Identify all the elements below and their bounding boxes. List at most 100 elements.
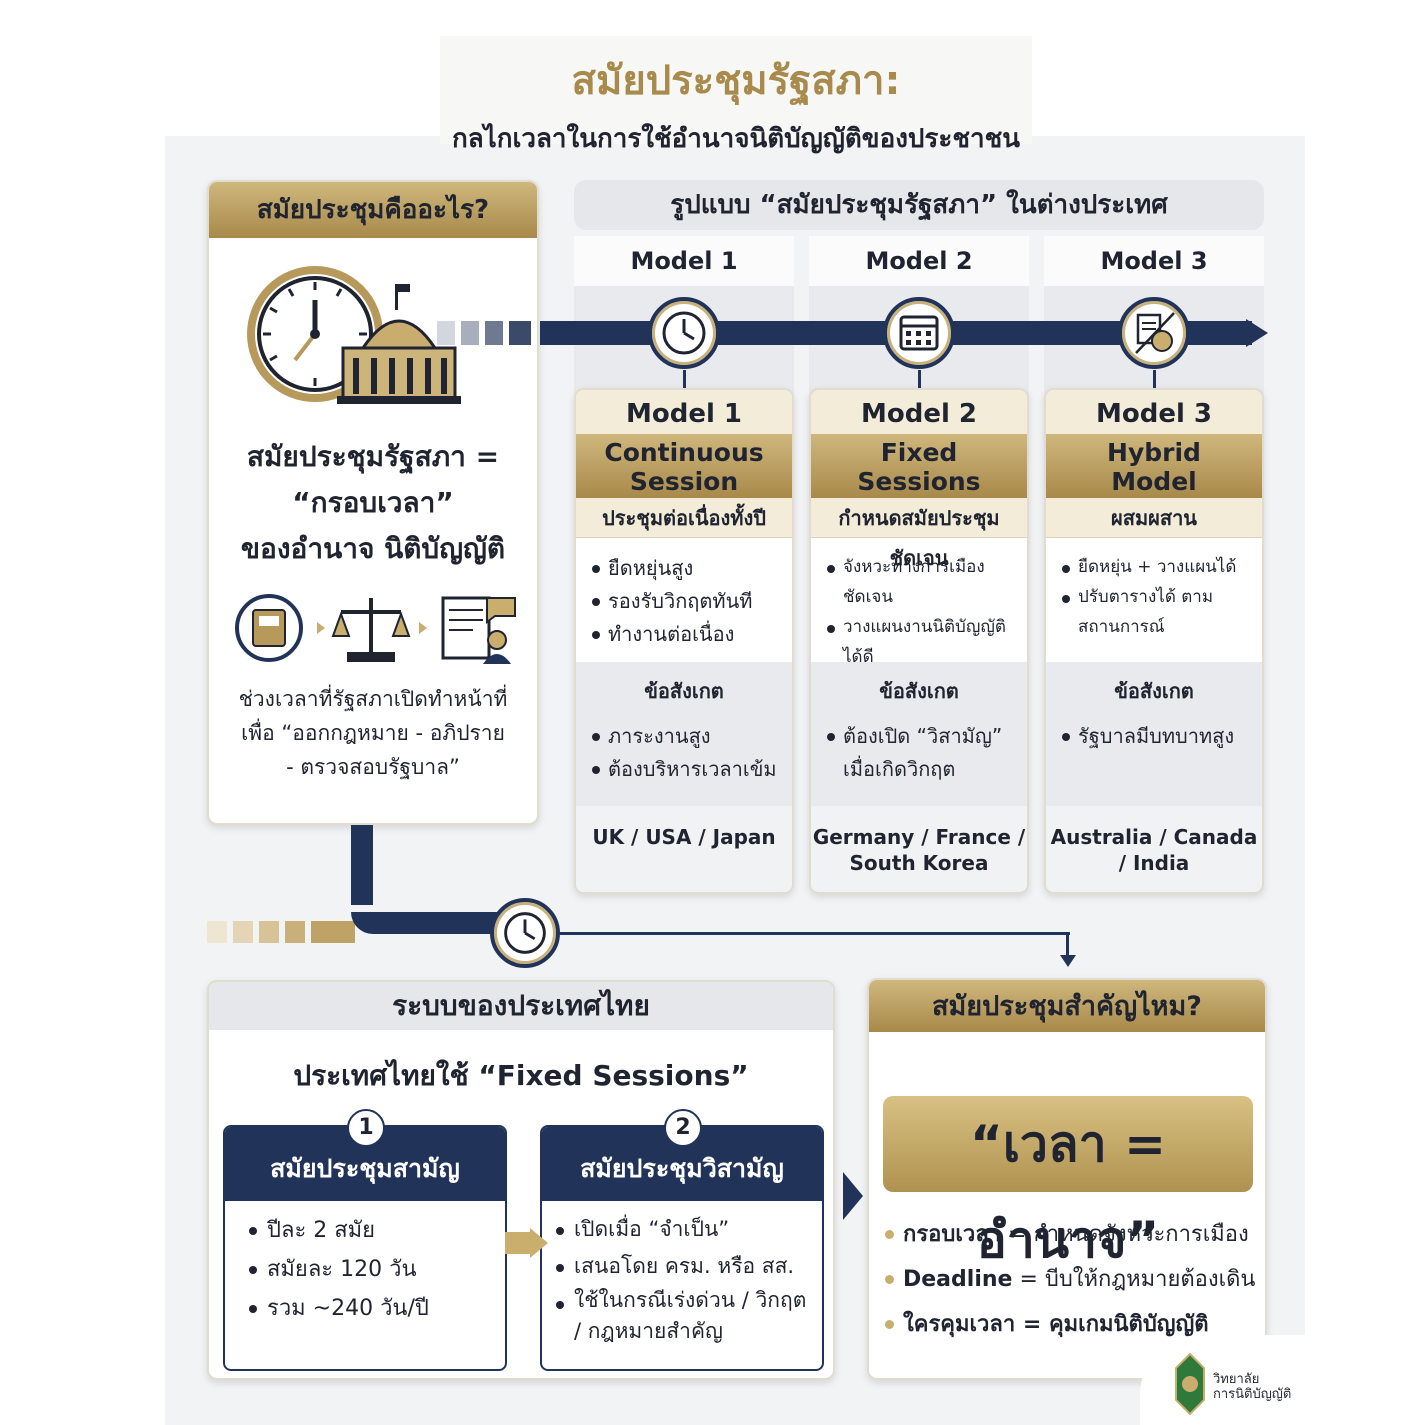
thai-heading: ระบบของประเทศไทย	[209, 982, 833, 1030]
desc-line-1: ช่วงเวลาที่รัฐสภาเปิดทำหน้าที่	[238, 687, 508, 711]
model-3-name: Hybrid Model	[1046, 434, 1262, 498]
list-item: วางแผนงานนิติบัญญัติได้ดี	[825, 612, 1017, 672]
page-title: สมัยประชุมรัฐสภา:	[571, 58, 901, 104]
connector-dash	[207, 921, 227, 943]
clock-icon	[648, 297, 720, 369]
list-item: กรอบเวลา = กำหนดจังหวะการเมือง	[883, 1212, 1263, 1257]
model-1-label: Model 1	[574, 236, 794, 286]
model-2-subtitle: กำหนดสมัยประชุมชัดเจน	[811, 498, 1027, 570]
list-item: สมัยละ 120 วัน	[247, 1250, 495, 1289]
list-item: รัฐบาลมีบทบาทสูง	[1060, 720, 1252, 753]
logo-text: วิทยาลัย การนิติบัญญัติ	[1213, 1372, 1291, 1402]
timeline-dash	[485, 321, 503, 345]
equation-line-3: ของอำนาจ นิติบัญญัติ	[240, 532, 506, 565]
model-2-card: Model 2 Fixed Sessions กำหนดสมัยประชุมชั…	[809, 388, 1029, 894]
model-2-notes: ข้อสังเกต ต้องเปิด “วิสามัญ” เมื่อเกิดวิ…	[811, 662, 1027, 806]
countries-line-2: South Korea	[849, 851, 989, 875]
list-item: จังหวะทางการเมืองชัดเจน	[825, 552, 1017, 612]
model-2-points: จังหวะทางการเมืองชัดเจน วางแผนงานนิติบัญ…	[811, 538, 1027, 667]
extraordinary-session-points: เปิดเมื่อ “จำเป็น” เสนอโดย ครม. หรือ สส.…	[542, 1201, 822, 1347]
ordinary-session-box: 1 สมัยประชุมสามัญ ปีละ 2 สมัย สมัยละ 120…	[223, 1109, 507, 1371]
number-badge: 1	[347, 1109, 385, 1147]
extraordinary-session-title: สมัยประชุมวิสามัญ	[542, 1127, 822, 1201]
model-3-label: Model 3	[1044, 236, 1264, 286]
connector-line	[351, 912, 521, 934]
models-heading: รูปแบบ “สมัยประชุมรัฐสภา” ในต่างประเทศ	[574, 180, 1264, 230]
list-item: เปิดเมื่อ “จำเป็น”	[554, 1211, 812, 1248]
model-1-notes: ข้อสังเกต ภาระงานสูง ต้องบริหารเวลาเข้ม	[576, 662, 792, 806]
connector-dash	[285, 921, 305, 943]
list-item: ปรับตารางได้ ตามสถานการณ์	[1060, 582, 1252, 642]
desc-line-3: - ตรวจสอบรัฐบาล”	[286, 755, 460, 779]
note-title: ข้อสังเกต	[879, 679, 959, 703]
model-3-notes: ข้อสังเกต รัฐบาลมีบทบาทสูง	[1046, 662, 1262, 806]
model-3-countries: Australia / Canada / India	[1046, 806, 1262, 892]
list-item: ภาระงานสูง	[590, 720, 782, 753]
ordinary-session-points: ปีละ 2 สมัย สมัยละ 120 วัน รวม ~240 วัน/…	[225, 1201, 505, 1328]
model-1-name-line-1: Continuous	[604, 438, 764, 467]
model-2-countries: Germany / France / South Korea	[811, 806, 1027, 892]
desc-line-2: เพื่อ “ออกกฎหมาย - อภิปราย	[241, 721, 505, 745]
term: กรอบเวลา	[903, 1222, 1002, 1247]
model-1-card: Model 1 Continuous Session ประชุมต่อเนื่…	[574, 388, 794, 894]
term-desc: = คุมเกมนิติบัญญัติ	[1015, 1312, 1209, 1337]
model-2-name-line-1: Fixed	[880, 438, 958, 467]
timeline-stem	[1153, 370, 1156, 390]
list-item: ยืดหยุ่น + วางแผนได้	[1060, 552, 1252, 582]
arrow-right-icon	[530, 1228, 548, 1258]
model-1-name-line-2: Session	[629, 467, 739, 496]
countries-line-1: Australia / Canada	[1050, 825, 1258, 849]
list-item: เสนอโดย ครม. หรือ สส.	[554, 1248, 812, 1285]
clock-parliament-icon	[247, 266, 461, 404]
model-3-subtitle: ผสมผสาน	[1046, 498, 1262, 538]
model-1-countries: UK / USA / Japan	[576, 806, 792, 892]
model-1-title: Model 1	[576, 390, 792, 434]
college-logo-icon	[1175, 1352, 1205, 1416]
list-item: ยืดหยุ่นสูง	[590, 552, 782, 585]
connector-thin-line	[540, 932, 1070, 935]
list-item: ต้องเปิด “วิสามัญ” เมื่อเกิดวิกฤต	[825, 720, 1017, 786]
list-item: ปีละ 2 สมัย	[247, 1211, 495, 1250]
timeline-stem	[683, 370, 686, 390]
model-3-points: ยืดหยุ่น + วางแผนได้ ปรับตารางได้ ตามสถา…	[1046, 538, 1262, 662]
what-heading: สมัยประชุมคืออะไร?	[209, 182, 537, 238]
model-3-name-line-2: Model	[1111, 467, 1197, 496]
term-desc: = กำหนดจังหวะการเมือง	[1001, 1222, 1249, 1247]
what-is-session-card: สมัยประชุมคืออะไร? สมัยประชุมรัฐสภา = “ก…	[207, 180, 539, 825]
calendar-icon	[883, 297, 955, 369]
list-item: รวม ~240 วัน/ปี	[247, 1289, 495, 1328]
list-item: รองรับวิกฤตทันที	[590, 585, 782, 618]
number-badge: 2	[664, 1109, 702, 1147]
law-process-icons	[235, 594, 516, 664]
list-item: Deadline = บีบให้กฎหมายต้องเดิน	[883, 1257, 1263, 1302]
importance-heading: สมัยประชุมสำคัญไหม?	[869, 980, 1265, 1032]
thai-system-card: ระบบของประเทศไทย ประเทศไทยใช้ “Fixed Ses…	[207, 980, 835, 1380]
connector-dash	[311, 921, 355, 943]
equation-line-2: “กรอบเวลา”	[292, 486, 454, 519]
list-item: ใครคุมเวลา = คุมเกมนิติบัญญัติ	[883, 1302, 1263, 1347]
importance-card: สมัยประชุมสำคัญไหม? “เวลา = อำนาจ” กรอบเ…	[867, 978, 1267, 1380]
model-2-title: Model 2	[811, 390, 1027, 434]
term-desc: = บีบให้กฎหมายต้องเดิน	[1012, 1267, 1256, 1292]
time-power-quote: “เวลา = อำนาจ”	[883, 1096, 1253, 1269]
model-2-name-line-2: Sessions	[857, 467, 981, 496]
note-title: ข้อสังเกต	[1114, 679, 1194, 703]
chevron-right-icon	[843, 1172, 863, 1220]
list-item: ต้องบริหารเวลาเข้ม	[590, 753, 782, 786]
what-description: ช่วงเวลาที่รัฐสภาเปิดทำหน้าที่ เพื่อ “ออ…	[209, 682, 537, 784]
arrow-right-icon	[505, 1232, 531, 1254]
logo-line-1: วิทยาลัย	[1213, 1372, 1260, 1387]
list-item: ใช้ในกรณีเร่งด่วน / วิกฤต / กฎหมายสำคัญ	[554, 1285, 812, 1347]
model-2-name: Fixed Sessions	[811, 434, 1027, 498]
term: Deadline	[903, 1267, 1013, 1292]
equation-line-1: สมัยประชุมรัฐสภา =	[246, 440, 500, 473]
connector-dash	[233, 921, 253, 943]
countries-line-2: / India	[1118, 851, 1190, 875]
timeline-stem	[918, 370, 921, 390]
connector-dash	[259, 921, 279, 943]
clock-icon	[490, 898, 560, 968]
countries-line-1: UK / USA / Japan	[592, 825, 776, 849]
countries-line-1: Germany / France /	[812, 825, 1026, 849]
timeline-arrow-icon	[1246, 319, 1268, 347]
timeline-dash	[461, 321, 479, 345]
